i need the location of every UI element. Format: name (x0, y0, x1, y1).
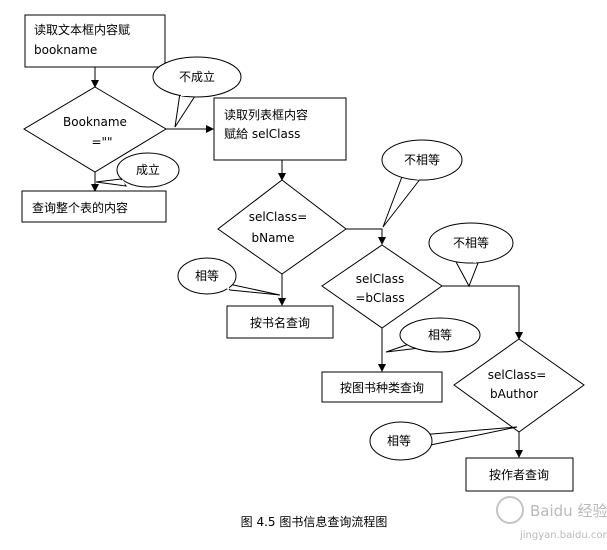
callout-true-label: 成立 (136, 162, 160, 177)
node-bookname-decision-line1: Bookname (63, 115, 127, 129)
node-read-listbox-line2: 赋給 selClass (224, 127, 300, 141)
connectors (91, 67, 523, 458)
arrow-bname-to-bclass-decision (346, 228, 386, 245)
node-read-textbox-line2: bookname (34, 43, 97, 57)
node-query-by-name: 按书名查询 (226, 305, 334, 339)
callout-not-equal-1-label: 不相等 (404, 153, 440, 167)
node-bclass-decision: selClass =bClass (321, 244, 443, 329)
node-read-textbox-line1: 读取文本框内容赋 (34, 22, 130, 37)
node-bauthor-decision-line2: bAuthor (490, 387, 538, 401)
callout-equal-1: 相等 (177, 257, 281, 296)
node-query-by-class-label: 按图书种类查询 (340, 381, 424, 395)
callout-equal-1-label: 相等 (195, 269, 219, 283)
node-bname-decision-line1: selClass= (249, 210, 308, 224)
callout-true: 成立 (95, 152, 180, 188)
callout-not-equal-2-label: 不相等 (453, 236, 489, 250)
callout-not-equal-2: 不相等 (428, 222, 514, 288)
watermark-brand: Baidu 经验 (530, 502, 607, 520)
node-bookname-decision: Bookname ="" (23, 86, 167, 173)
node-read-listbox: 读取列表框内容 赋給 selClass (213, 97, 347, 161)
node-bname-decision-line2: bName (251, 231, 294, 245)
node-read-listbox-line1: 读取列表框内容 (224, 107, 308, 122)
node-query-all-label: 查询整个表的内容 (32, 200, 128, 215)
watermark-url: jingyan.baidu.com (519, 530, 607, 541)
node-query-by-author-label: 按作者查询 (489, 468, 549, 482)
node-query-all: 查询整个表的内容 (21, 190, 167, 223)
figure-caption: 图 4.5 图书信息查询流程图 (241, 514, 388, 529)
callout-not-true: 不成立 (152, 56, 242, 128)
node-query-by-class: 按图书种类查询 (321, 371, 443, 403)
node-read-textbox: 读取文本框内容赋 bookname (24, 14, 166, 68)
node-bookname-decision-line2: ="" (91, 135, 112, 149)
node-query-by-name-label: 按书名查询 (250, 315, 310, 330)
node-bclass-decision-line1: selClass (356, 272, 405, 286)
callout-equal-3: 相等 (369, 421, 518, 461)
node-bauthor-decision-line1: selClass= (488, 368, 547, 382)
callout-equal-2: 相等 (385, 317, 481, 353)
callout-equal-2-label: 相等 (428, 328, 452, 342)
node-bclass-decision-line2: =bClass (355, 291, 404, 305)
baidu-watermark: Baidu 经验 jingyan.baidu.com (496, 496, 607, 541)
node-query-by-author: 按作者查询 (465, 457, 574, 492)
baidu-paw-icon (496, 496, 524, 524)
callout-not-equal-1: 不相等 (381, 139, 463, 228)
node-bname-decision: selClass= bName (217, 179, 347, 275)
arrow-bclass-to-bauthor-decision (442, 285, 523, 340)
node-bauthor-decision: selClass= bAuthor (453, 338, 585, 433)
callout-equal-3-label: 相等 (387, 434, 411, 448)
callout-not-true-label: 不成立 (179, 69, 215, 84)
